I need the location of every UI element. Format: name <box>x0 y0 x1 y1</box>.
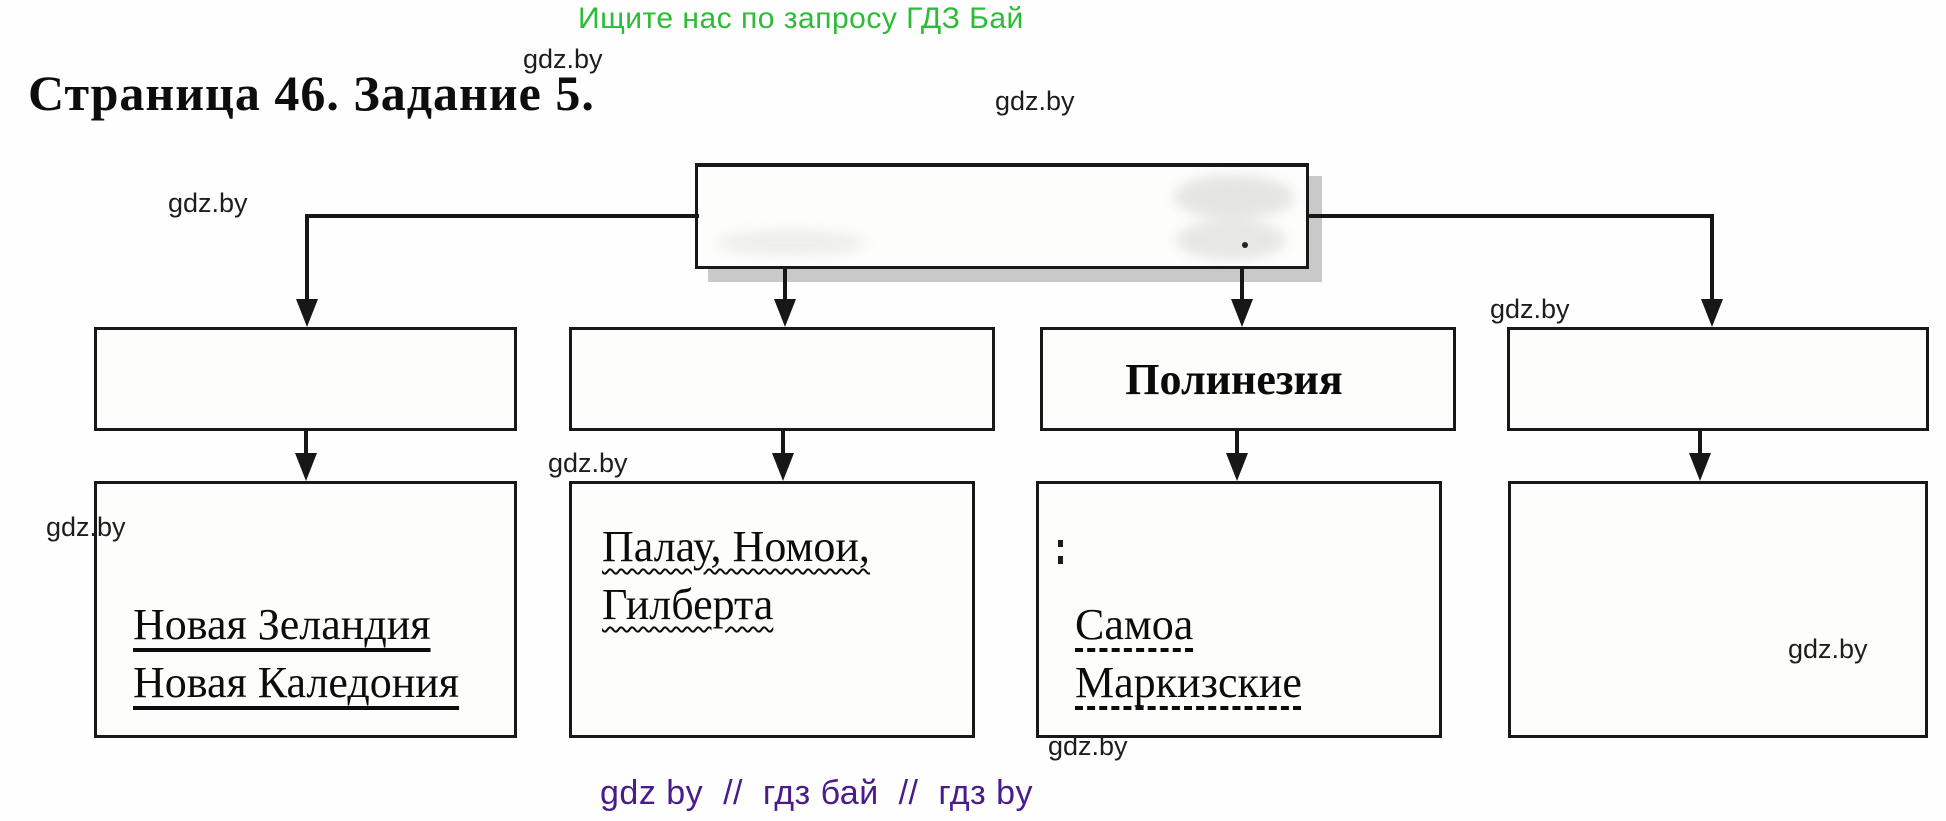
arrow-down-icon <box>1689 453 1711 481</box>
answer-line: Маркизские <box>1075 658 1302 707</box>
scan-smudge <box>716 230 866 256</box>
connector-line <box>1698 431 1702 455</box>
connector-line <box>1235 431 1239 455</box>
answer-box-palau: Палау, Номои, Гилберта <box>569 481 975 738</box>
arrow-down-icon <box>1226 453 1248 481</box>
connector-line <box>1710 214 1714 300</box>
gdz-watermark: gdz.by <box>523 44 603 74</box>
connector-line <box>781 431 785 455</box>
arrow-down-icon <box>295 453 317 481</box>
diagram-root-box <box>695 163 1309 269</box>
region-label-polynesia: Полинезия <box>1125 354 1343 404</box>
gdz-watermark: gdz.by <box>46 512 126 542</box>
scan-artifact-mark <box>1058 540 1063 564</box>
promo-header: Ищите нас по запросу ГДЗ Бай <box>578 2 1024 35</box>
region-box-4 <box>1507 327 1929 431</box>
connector-line <box>1306 214 1714 218</box>
gdz-watermark: gdz.by <box>1788 634 1868 664</box>
connector-line <box>307 214 699 218</box>
scan-ink-dot <box>1242 242 1248 248</box>
connector-line <box>783 267 787 301</box>
scan-smudge <box>1176 220 1286 260</box>
gdz-watermark: gdz.by <box>548 448 628 478</box>
gdz-watermark: gdz.by <box>1048 731 1128 761</box>
answer-line: Гилберта <box>602 580 774 629</box>
answer-box-new-zealand: Новая Зеландия Новая Каледония <box>94 481 517 738</box>
region-box-1 <box>94 327 517 431</box>
arrow-down-icon <box>1231 299 1253 327</box>
answer-line: Палау, Номои, <box>602 522 870 571</box>
page-title: Страница 46. Задание 5. <box>28 65 595 121</box>
arrow-down-icon <box>774 299 796 327</box>
gdz-watermark: gdz.by <box>995 86 1075 116</box>
answer-line: Самоа <box>1075 600 1194 649</box>
answer-box-samoa: Самоа Маркизские <box>1036 481 1442 738</box>
footer-seo-text: gdz by // гдз бай // гдз by <box>600 774 1034 812</box>
arrow-down-icon <box>772 453 794 481</box>
answer-box-empty <box>1508 481 1928 738</box>
answer-line: Новая Зеландия <box>133 600 431 649</box>
gdz-watermark: gdz.by <box>1490 294 1570 324</box>
arrow-down-icon <box>296 299 318 327</box>
gdz-watermark: gdz.by <box>168 188 248 218</box>
arrow-down-icon <box>1701 299 1723 327</box>
scan-smudge <box>1174 175 1294 219</box>
connector-line <box>1240 267 1244 301</box>
region-box-polynesia: Полинезия <box>1040 327 1456 431</box>
connector-line <box>305 214 309 300</box>
region-box-2 <box>569 327 995 431</box>
answer-line: Новая Каледония <box>133 658 460 707</box>
connector-line <box>304 431 308 455</box>
